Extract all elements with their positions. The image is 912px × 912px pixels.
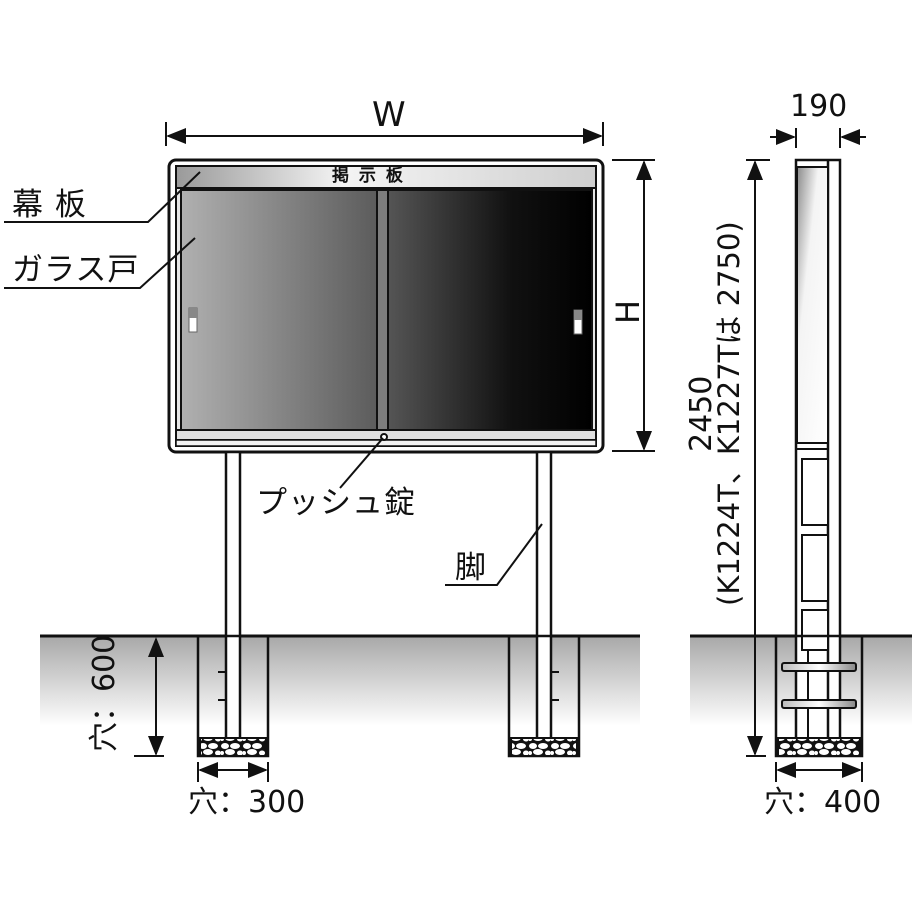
label-push-lock: プッシュ錠 [256,485,416,521]
dimension-width [165,122,604,146]
side-view [774,158,864,758]
hole-right [507,634,581,758]
label-header-board: 幕 板 [12,187,87,223]
dimension-hole-width-side [775,762,863,782]
dimension-depth-label: 190 [790,89,848,124]
legs-front [224,450,553,742]
dimension-hole-depth-label: 穴：600 [87,634,122,752]
dimension-hole-depth [134,637,164,757]
dimension-total-height [746,159,770,757]
dimension-hole-width-front [197,762,269,782]
dimension-hole-width-front-label: 穴：300 [188,785,306,820]
dimension-height [612,159,655,452]
dimension-width-label: W [372,95,406,135]
leader-lines [4,171,543,586]
glass-door-left [180,189,378,431]
dimension-hole-width-side-label: 穴：400 [764,785,882,820]
dimension-height-label: H [609,299,647,324]
glass-door-right [387,189,593,431]
title-plate-text: 掲 示 板 [332,166,405,186]
label-glass-door: ガラス戸 [12,252,140,288]
board-frame [167,158,605,454]
header-plate [175,165,597,189]
dimension-depth [770,128,866,148]
dimension-total-height-note: (K1224T、K1227Tは 2750) [712,221,746,606]
label-leg: 脚 [455,550,487,586]
hole-left [196,634,270,758]
